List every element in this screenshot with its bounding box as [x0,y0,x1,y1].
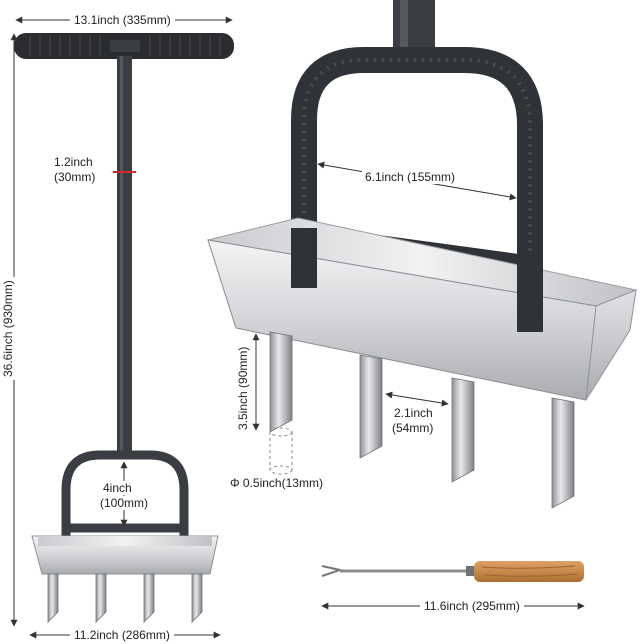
shaft-diameter-mm-label: (30mm) [54,170,96,184]
tool-length-label: 11.6inch (295mm) [420,599,524,613]
frame-height-mm-label: (100mm) [100,496,149,510]
shaft [117,56,132,458]
tine-length-label: 3.5inch (90mm) [236,346,250,430]
frame [61,450,189,540]
handle-width-label: 13.1inch (335mm) [70,13,175,27]
weeding-fork-illustration [321,561,584,582]
detail-tines [269,331,575,509]
fork-handle [474,561,584,582]
base-width-label: 11.2inch (286mm) [70,628,174,642]
lawn-aerator-illustration [14,33,234,623]
tray-detail-illustration [207,0,638,509]
tine-diameter-label: Φ 0.5inch(13mm) [230,476,323,490]
total-height-label: 36.6inch (930mm) [1,277,15,380]
tine-spacing-mm-label: (54mm) [392,421,434,435]
tine-diameter-guide [269,427,293,475]
frame-height-inch-label: 4inch [103,481,132,495]
shaft-diameter-inch-label: 1.2inch [54,155,93,169]
tine-spacing-inch-label: 2.1inch [394,406,433,420]
tines [47,573,203,623]
frame-inner-width-label: 6.1inch (155mm) [362,170,459,184]
